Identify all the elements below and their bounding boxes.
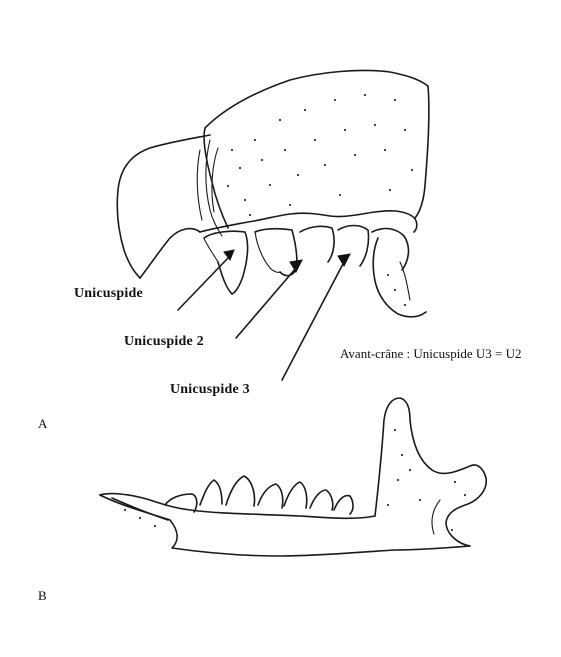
unicuspide-3-label: Unicuspide 3 — [170, 382, 250, 398]
unicuspide-1-label: Unicuspide — [74, 286, 143, 302]
panel-a-label: A — [38, 416, 47, 432]
unicuspide-2-label: Unicuspide 2 — [124, 334, 204, 350]
forecrane-note-label: Avant-crâne : Unicuspide U3 = U2 — [340, 346, 521, 362]
mandible-drawing — [100, 398, 486, 556]
panel-b-label: B — [38, 588, 47, 604]
skull-stipple — [227, 94, 413, 306]
